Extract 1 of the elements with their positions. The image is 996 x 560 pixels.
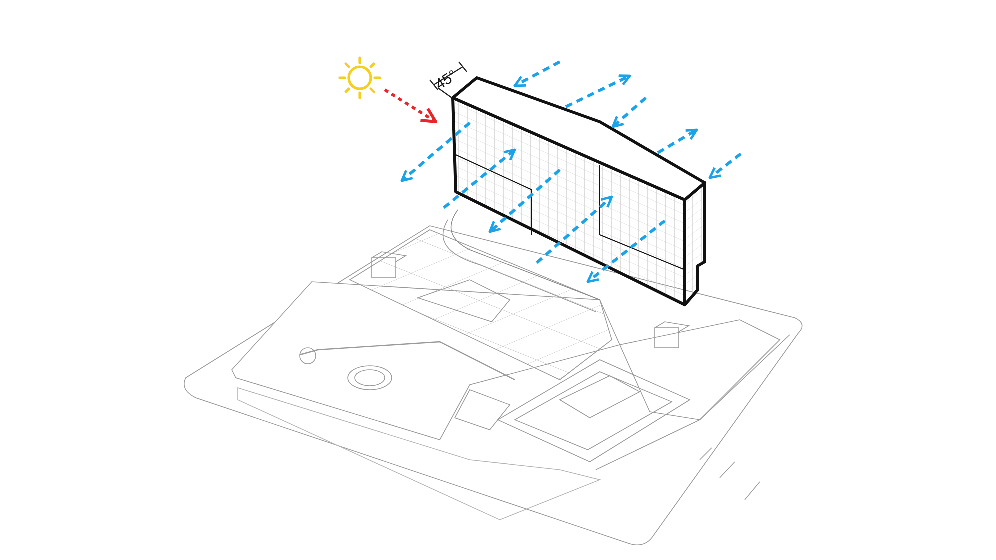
angle-label: 45° <box>433 68 460 93</box>
